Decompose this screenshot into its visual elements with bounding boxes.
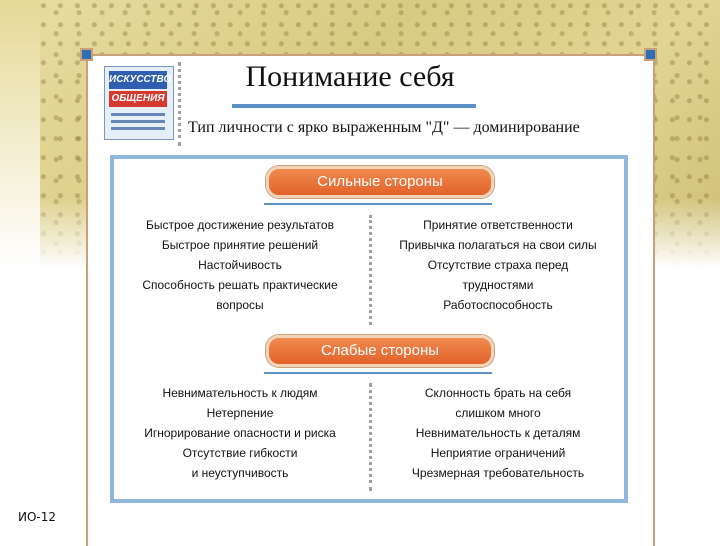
list-item: Невнимательность к людям [162,386,318,400]
list-item: Быстрое принятие решений [161,238,319,252]
frame-corner-left [80,48,93,61]
logo-line2: ОБЩЕНИЯ [109,91,167,107]
page-subtitle: Тип личности с ярко выраженным "Д" — дом… [188,119,580,136]
list-item: трудностями [462,278,534,292]
list-item: Быстрое достижение результатов [146,218,334,232]
logo-line1: ИСКУССТВО [109,71,171,89]
page-title: Понимание себя [245,60,455,93]
frame-corner-right [644,48,657,61]
logo: ИСКУССТВО ОБЩЕНИЯ [104,66,174,140]
strengths-column-divider [369,215,372,325]
list-item: Игнорирование опасности и риска [144,426,336,440]
weaknesses-column-divider [369,383,372,491]
list-item: Принятие ответственности [423,218,573,232]
list-item: Отсутствие страха перед [427,258,569,272]
strengths-left-column: Быстрое достижение результатов Быстрое п… [122,215,358,315]
strengths-heading: Сильные стороны [266,166,494,198]
strengths-right-column: Принятие ответственности Привычка полага… [382,215,614,315]
list-item: Работоспособность [443,298,553,312]
weaknesses-left-column: Невнимательность к людям Нетерпение Игно… [122,383,358,483]
weaknesses-right-column: Склонность брать на себя слишком много Н… [382,383,614,483]
list-item: Невнимательность к деталям [415,426,581,440]
list-item: Способность решать практические [142,278,338,292]
list-item: слишком много [455,406,541,420]
list-item: Склонность брать на себя [424,386,572,400]
list-item: вопросы [216,298,264,312]
list-item: Отсутствие гибкости [182,446,298,460]
strengths-rule [264,203,492,205]
title-underline [232,104,476,108]
list-item: и неуступчивость [191,466,289,480]
list-item: Привычка полагаться на свои силы [399,238,597,252]
weaknesses-heading: Слабые стороны [266,335,494,367]
logo-decoration [111,113,165,134]
list-item: Нетерпение [206,406,274,420]
weaknesses-rule [264,372,492,374]
list-item: Настойчивость [198,258,282,272]
list-item: Чрезмерная требовательность [411,466,585,480]
slide-code: ИО-12 [18,510,57,524]
list-item: Неприятие ограничений [430,446,566,460]
content-panel: Сильные стороны Быстрое достижение резул… [110,155,628,503]
parchment-edge [0,0,40,268]
header-divider [178,62,181,146]
